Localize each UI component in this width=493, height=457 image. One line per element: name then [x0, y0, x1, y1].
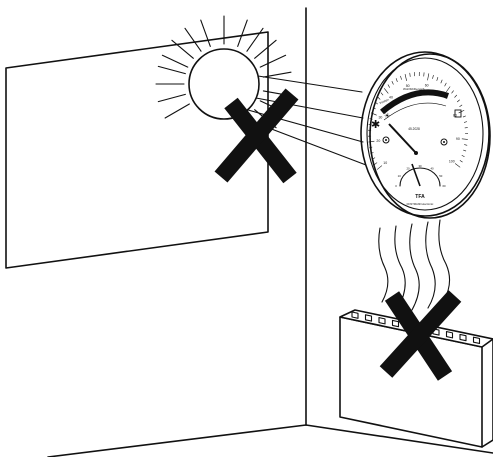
prohibited-x-icon — [379, 290, 462, 381]
zone-comfort-label: Wohlfühlbereich — [403, 87, 425, 91]
zone-dry-label: trocken — [379, 97, 390, 105]
dial-scale-label: 30 — [378, 115, 382, 119]
dial-scale-label: 90 — [456, 137, 460, 141]
thermo-scale-label: 20 — [406, 167, 410, 171]
thermo-scale-label: 0 — [395, 184, 397, 188]
snowflake-icon: ✱ — [371, 119, 380, 131]
screw-right — [440, 138, 448, 146]
screw-left — [382, 136, 390, 144]
dial-scale-label: 20 — [376, 139, 380, 143]
dial-scale-label: 50 — [406, 84, 410, 88]
room-corner — [47, 7, 493, 457]
footer-label: DOSTMANN electronic — [407, 202, 434, 206]
dial-scale-label: 100 — [449, 159, 455, 163]
heat-waves — [378, 219, 451, 311]
thermo-scale-label: 50 — [439, 174, 443, 178]
model-label: 45.2028 — [408, 127, 420, 131]
thermo-scale-label: 30 — [418, 164, 422, 168]
brand-logo: TFA — [415, 194, 425, 200]
thermo-needle — [411, 163, 421, 187]
dial-scale-label: 60 — [425, 84, 429, 88]
zone-wet-label: feucht — [436, 89, 445, 96]
window — [5, 31, 269, 269]
thermo-scale-label: 60 — [442, 184, 446, 188]
dial-scale-label: 10 — [383, 161, 387, 165]
wet-symbol-icon — [454, 109, 462, 118]
thermo-scale-label: 40 — [430, 167, 434, 171]
dial-scale-label: 40 — [389, 96, 393, 100]
comfort-zone-arc — [380, 89, 450, 115]
thermo-scale-label: 10 — [398, 174, 402, 178]
sun-small-icon: ☀ — [384, 112, 390, 120]
hygro-needle — [388, 123, 417, 154]
prohibited-x-icon — [214, 88, 299, 184]
